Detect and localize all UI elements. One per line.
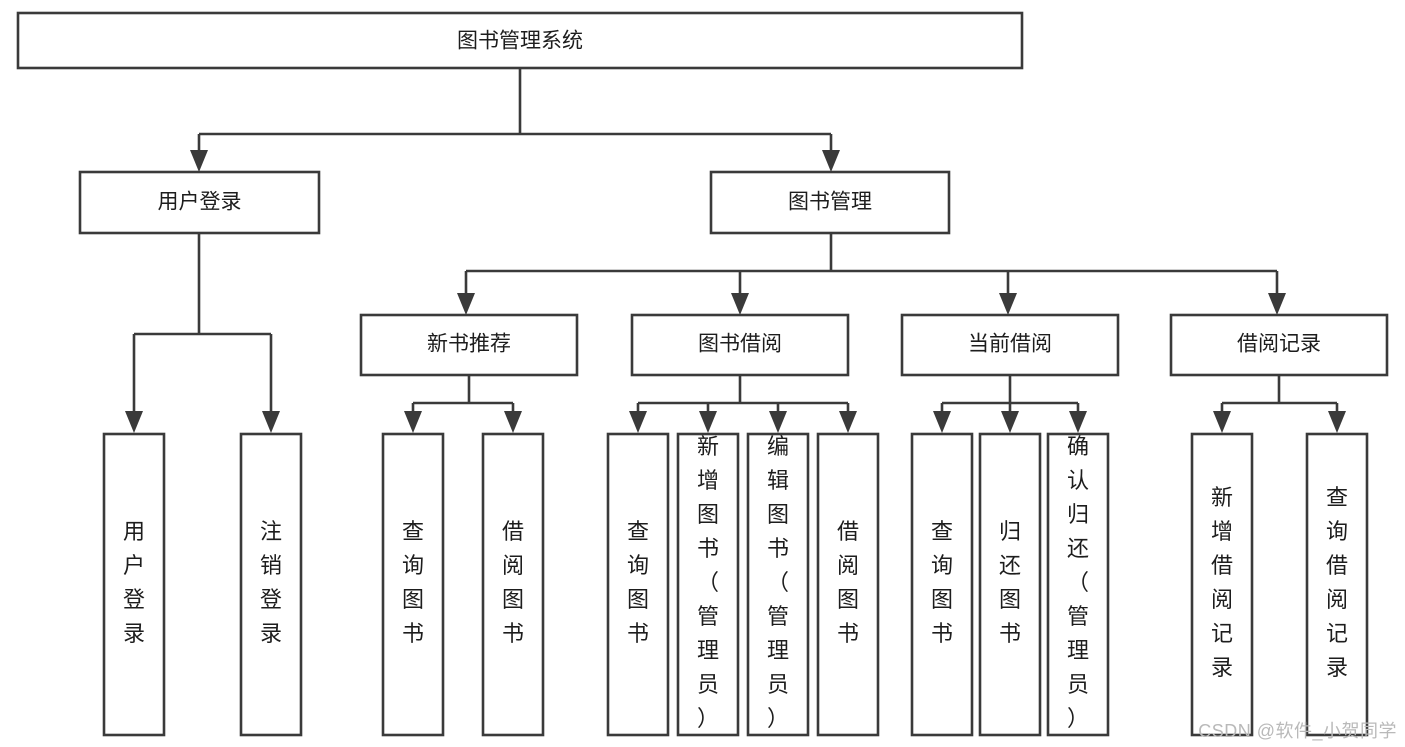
node-user-login[interactable]: 用户登录 (78, 170, 321, 235)
arrow-leaf-confirm-return (1069, 411, 1087, 433)
leaf-node-edit-book-label: 编辑图书（管理员） (767, 434, 789, 731)
leaf-node-query-book-3[interactable]: 查询图书 (910, 432, 974, 737)
leaf-node-logout[interactable]: 注销登录 (239, 432, 303, 737)
leaf-node-user-login[interactable]: 用户登录 (102, 432, 166, 737)
node-book-borrow[interactable]: 图书借阅 (630, 313, 850, 377)
arrow-leaf-query-book-3 (933, 411, 951, 433)
leaf-node-query-book-2[interactable]: 查询图书 (606, 432, 670, 737)
arrow-leaf-query-book-2 (629, 411, 647, 433)
leaf-node-borrow-book-1-label: 借阅图书 (502, 519, 524, 646)
leaf-node-confirm-return-box[interactable] (1046, 432, 1110, 737)
leaf-node-return-book-label: 归还图书 (999, 519, 1021, 646)
leaf-node-query-book-1-box[interactable] (381, 432, 445, 737)
node-current-borrow[interactable]: 当前借阅 (900, 313, 1120, 377)
leaf-node-confirm-return-label: 确认归还（管理员） (1067, 434, 1089, 731)
node-new-book-recommend-box[interactable] (359, 313, 579, 377)
leaf-node-query-book-3-label: 查询图书 (931, 519, 953, 646)
node-user-login-label: 用户登录 (158, 191, 242, 214)
leaf-node-add-book-label: 新增图书（管理员） (697, 434, 719, 731)
node-borrow-record-label: 借阅记录 (1237, 333, 1321, 356)
arrow-leaf-return-book (1001, 411, 1019, 433)
leaf-node-add-record-box[interactable] (1190, 432, 1254, 737)
arrow-leaf-add-book (699, 411, 717, 433)
node-user-login-box[interactable] (78, 170, 321, 235)
node-root-system[interactable]: 图书管理系统 (16, 11, 1024, 70)
leaf-node-query-book-2-box[interactable] (606, 432, 670, 737)
arrow-leaf-borrow-book-1 (504, 411, 522, 433)
node-book-management-label: 图书管理 (788, 191, 872, 214)
arrow-to-borrow-record (1268, 293, 1286, 315)
leaf-node-edit-book-box[interactable] (746, 432, 810, 737)
leaf-node-query-record-label: 查询借阅记录 (1326, 485, 1348, 680)
leaf-node-borrow-book-1-box[interactable] (481, 432, 545, 737)
node-new-book-recommend[interactable]: 新书推荐 (359, 313, 579, 377)
leaf-node-user-login-box[interactable] (102, 432, 166, 737)
leaf-node-add-record[interactable]: 新增借阅记录 (1190, 432, 1254, 737)
leaf-node-query-book-3-box[interactable] (910, 432, 974, 737)
arrow-leaf-edit-book (769, 411, 787, 433)
leaf-node-query-record[interactable]: 查询借阅记录 (1305, 432, 1369, 737)
node-current-borrow-label: 当前借阅 (968, 333, 1052, 356)
arrow-leaf-query-record (1328, 411, 1346, 433)
leaf-node-borrow-book-2[interactable]: 借阅图书 (816, 432, 880, 737)
arrow-leaf-add-record (1213, 411, 1231, 433)
leaf-node-query-book-1-label: 查询图书 (402, 519, 424, 646)
leaf-node-query-record-box[interactable] (1305, 432, 1369, 737)
leaf-node-return-book-box[interactable] (978, 432, 1042, 737)
leaf-node-return-book[interactable]: 归还图书 (978, 432, 1042, 737)
node-book-borrow-label: 图书借阅 (698, 333, 782, 356)
node-root-system-box[interactable] (16, 11, 1024, 70)
leaf-node-query-book-2-label: 查询图书 (627, 519, 649, 646)
node-book-management[interactable]: 图书管理 (709, 170, 951, 235)
leaf-node-logout-label: 注销登录 (260, 519, 282, 646)
arrow-leaf-logout (262, 411, 280, 433)
leaf-node-add-book-box[interactable] (676, 432, 740, 737)
arrow-to-book-manage (822, 150, 840, 172)
arrow-to-new-book (457, 293, 475, 315)
leaf-node-borrow-book-2-label: 借阅图书 (837, 519, 859, 646)
node-borrow-record-box[interactable] (1169, 313, 1389, 377)
node-root-system-label: 图书管理系统 (457, 30, 583, 53)
leaf-node-add-record-label: 新增借阅记录 (1211, 485, 1233, 680)
leaf-node-borrow-book-2-box[interactable] (816, 432, 880, 737)
leaf-node-query-book-1[interactable]: 查询图书 (381, 432, 445, 737)
node-current-borrow-box[interactable] (900, 313, 1120, 377)
arrow-to-user-login (190, 150, 208, 172)
arrow-to-book-borrow (731, 293, 749, 315)
leaf-node-edit-book[interactable]: 编辑图书（管理员） (746, 432, 810, 737)
node-new-book-recommend-label: 新书推荐 (427, 333, 511, 356)
arrow-leaf-user-login (125, 411, 143, 433)
node-book-borrow-box[interactable] (630, 313, 850, 377)
leaf-node-user-login-label: 用户登录 (123, 519, 145, 646)
arrow-leaf-query-book-1 (404, 411, 422, 433)
leaf-node-borrow-book-1[interactable]: 借阅图书 (481, 432, 545, 737)
connector-layer (125, 68, 1346, 433)
leaf-node-confirm-return[interactable]: 确认归还（管理员） (1046, 432, 1110, 737)
arrow-to-current-borrow (999, 293, 1017, 315)
node-borrow-record[interactable]: 借阅记录 (1169, 313, 1389, 377)
node-book-management-box[interactable] (709, 170, 951, 235)
leaf-node-add-book[interactable]: 新增图书（管理员） (676, 432, 740, 737)
leaf-node-logout-box[interactable] (239, 432, 303, 737)
arrow-leaf-borrow-book-2 (839, 411, 857, 433)
